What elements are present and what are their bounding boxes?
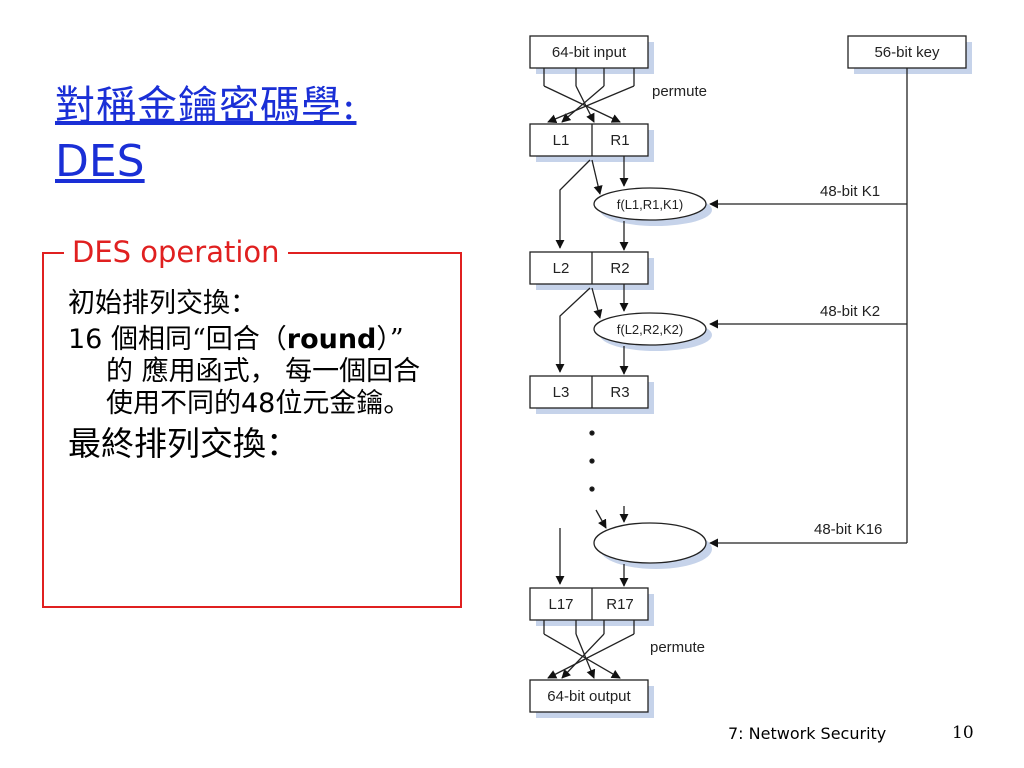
final-box <box>529 587 649 621</box>
final-R: R17 <box>606 596 634 613</box>
bullet-initial-permutation: 初始排列交換： <box>68 288 257 319</box>
f-round2 <box>593 312 707 346</box>
box-heading: DES operation <box>64 233 288 271</box>
f-round1 <box>593 187 707 221</box>
f-round2-label: f(L2,R2,K2) <box>617 322 683 337</box>
rounds-count: 16 <box>68 324 103 355</box>
rounds-text-b: ）” 的 應用函式， 每一個回合使用不同的 <box>106 324 421 419</box>
output-box <box>529 679 649 713</box>
round3-box <box>529 375 649 409</box>
key1-label: 48-bit K1 <box>820 183 880 200</box>
bullet-final-permutation: 最終排列交換： <box>68 424 299 463</box>
bullet-list: 初始排列交換： 16 個相同“回合（round）” 的 應用函式， 每一個回合使… <box>68 288 438 464</box>
key-box <box>847 35 967 69</box>
round1-R: R1 <box>610 132 629 149</box>
permute-bottom-label: permute <box>650 639 705 656</box>
round-word: round <box>286 324 377 355</box>
round2-box <box>529 251 649 285</box>
output-label: 64-bit output <box>547 688 631 705</box>
slide-title: 對稱金鑰密碼學: DES <box>55 78 356 190</box>
key-bits: 48 <box>241 388 276 419</box>
round3-R: R3 <box>610 384 629 401</box>
round1-L: L1 <box>553 132 570 149</box>
key-label: 56-bit key <box>874 44 940 61</box>
rounds-text-a: 個相同“回合（ <box>102 324 287 355</box>
permute-top-label: permute <box>652 83 707 100</box>
rounds-text-c: 位元金鑰。 <box>275 388 411 419</box>
f-round16 <box>593 522 707 564</box>
f-round1-label: f(L1,R1,K1) <box>617 197 683 212</box>
final-L: L17 <box>548 596 573 613</box>
footer-text: 7: Network Security <box>728 724 887 743</box>
round1-box <box>529 123 649 157</box>
bullet-rounds: 16 個相同“回合（round）” 的 應用函式， 每一個回合使用不同的48位元… <box>68 324 438 420</box>
title-chinese: 對稱金鑰密碼學: <box>55 83 357 129</box>
key2-label: 48-bit K2 <box>820 303 880 320</box>
input-label: 64-bit input <box>552 44 627 61</box>
page-number: 10 <box>952 723 974 743</box>
key16-label: 48-bit K16 <box>814 521 882 538</box>
round2-L: L2 <box>553 260 570 277</box>
round3-L: L3 <box>553 384 570 401</box>
input-box <box>529 35 649 69</box>
round2-R: R2 <box>610 260 629 277</box>
title-des: DES <box>55 136 145 187</box>
